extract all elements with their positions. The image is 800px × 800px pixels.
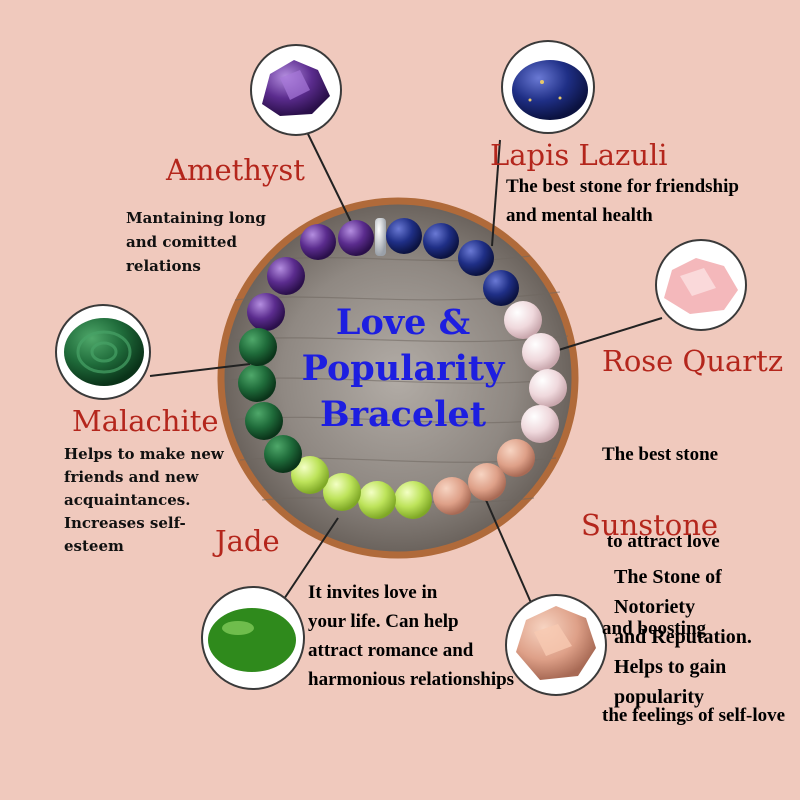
rose-quartz-line: to attract love [602, 531, 720, 552]
bead-jade [323, 473, 361, 511]
amethyst-line: relations [126, 257, 201, 275]
sunstone-name: Sunstone [581, 508, 719, 542]
lapis-line: and mental health [506, 205, 653, 226]
malachite-connector [149, 363, 251, 377]
connector-lines [149, 133, 663, 606]
bead-malachite [245, 402, 283, 440]
malachite-line: acquaintances. [64, 491, 191, 509]
sunstone-line: popularity [614, 686, 705, 708]
bead-amethyst [300, 224, 336, 260]
amethyst-line: and comitted [126, 233, 237, 251]
bead-jade [394, 481, 432, 519]
bead-rose-quartz [529, 369, 567, 407]
bracelet-title: Love & Popularity Bracelet [293, 300, 513, 438]
lapis-line: The best stone for friendship [506, 176, 739, 197]
lapis-name: Lapis Lazuli [490, 138, 668, 172]
bead-rose-quartz [504, 301, 542, 339]
rose-quartz-line: the feelings of self-love [602, 705, 786, 726]
bead-sunstone [433, 477, 471, 515]
jade-line: It invites love in [308, 582, 438, 603]
bead-sunstone [468, 463, 506, 501]
bead-lapis [386, 218, 422, 254]
bead-malachite [239, 328, 277, 366]
rose-quartz-line: and boosting [602, 618, 707, 639]
bead-amethyst [338, 220, 374, 256]
malachite-line: Helps to make new [64, 445, 224, 463]
sunstone-thumbnail [505, 594, 607, 696]
sunstone-line: Helps to gain [614, 656, 727, 678]
sunstone-line: and Reputation. [614, 626, 752, 648]
amethyst-name: Amethyst [166, 153, 305, 187]
sunstone-line: The Stone of [614, 566, 722, 588]
lapis-thumbnail [501, 40, 595, 134]
malachite-line: Increases self- [64, 514, 186, 532]
sunstone-description: The Stone of Notoriety and Reputation. H… [614, 562, 752, 712]
amethyst-description: Mantaining long and comitted relations [126, 206, 266, 278]
bead-malachite [238, 364, 276, 402]
malachite-description: Helps to make new friends and new acquai… [64, 443, 224, 558]
bead-jade [291, 456, 329, 494]
amethyst-thumbnail [250, 44, 342, 136]
lapis-connector [491, 139, 501, 247]
jade-line: your life. Can help [308, 611, 459, 632]
title-line-2: Popularity [301, 348, 505, 389]
bead-rose-quartz [522, 333, 560, 371]
jade-description: It invites love in your life. Can help a… [308, 578, 514, 694]
jade-name: Jade [215, 524, 280, 558]
malachite-line: esteem [64, 537, 124, 555]
malachite-thumbnail [55, 304, 151, 400]
rose-quartz-description: The best stone to attract love and boost… [602, 382, 785, 759]
malachite-name: Malachite [72, 404, 219, 438]
amethyst-line: Mantaining long [126, 209, 266, 227]
jade-line: attract romance and [308, 640, 474, 661]
rose-quartz-name: Rose Quartz [602, 344, 784, 378]
bead-lapis [483, 270, 519, 306]
rose-quartz-thumbnail [655, 239, 747, 331]
bead-spacer [375, 218, 386, 256]
jade-thumbnail [201, 586, 305, 690]
bead-malachite [264, 435, 302, 473]
sunstone-line: Notoriety [614, 596, 696, 618]
bead-sunstone [497, 439, 535, 477]
bracelet [238, 218, 567, 519]
malachite-line: friends and new [64, 468, 199, 486]
rose-connector [551, 317, 663, 353]
jade-connector [279, 517, 339, 606]
jade-line: harmonious relationships [308, 669, 515, 690]
bead-lapis [458, 240, 494, 276]
lapis-description: The best stone for friendship and mental… [506, 172, 739, 230]
bead-jade [358, 481, 396, 519]
bead-rose-quartz [521, 405, 559, 443]
bead-amethyst [247, 293, 285, 331]
amethyst-connector [307, 133, 354, 227]
rose-quartz-line: The best stone [602, 444, 719, 465]
title-line-1: Love & [335, 302, 471, 343]
bead-lapis [423, 223, 459, 259]
sunstone-connector [485, 499, 533, 606]
title-line-3: Bracelet [319, 394, 486, 435]
bead-amethyst [267, 257, 305, 295]
